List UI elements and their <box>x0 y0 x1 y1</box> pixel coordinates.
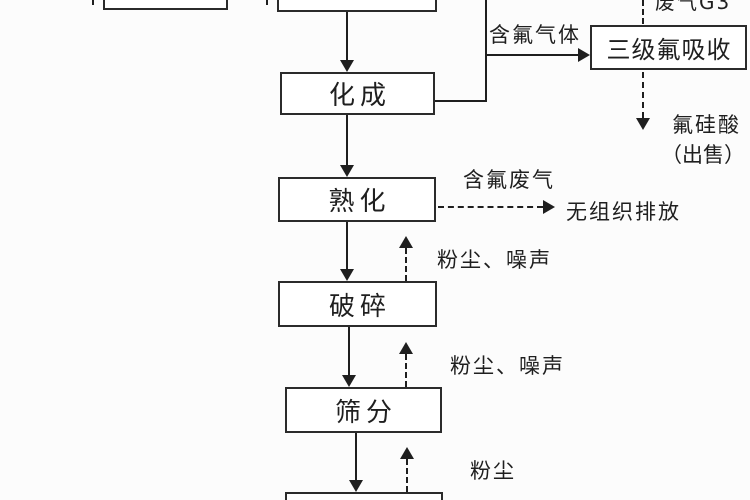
label-dust-noise-screening: 粉尘、噪声 <box>450 354 565 378</box>
label-fugitive-emission: 无组织排放 <box>566 200 681 224</box>
branch-line-formation-right <box>435 100 487 102</box>
flow-arrowhead-curing <box>340 165 354 177</box>
process-box-label: 熟化 <box>328 187 391 217</box>
label-for-sale: （出售） <box>661 143 745 167</box>
flow-arrowhead-bottom <box>349 480 363 492</box>
branch-arrowhead-absorption <box>578 48 590 62</box>
emission-arrowhead-fluosilicic <box>636 118 650 130</box>
label-fluoride-gas: 含氟气体 <box>489 23 581 47</box>
process-box-label: 化成 <box>328 81 391 111</box>
process-box-screening: 筛分 <box>285 387 442 433</box>
flow-line-formation-to-curing <box>346 115 348 166</box>
emission-dashed-line-fluosilicic <box>642 72 644 118</box>
process-box-bottom-cutoff <box>285 492 443 500</box>
label-dust-bottom: 粉尘 <box>470 459 516 483</box>
process-box-fluoride-absorption: 三级氟吸收 <box>590 25 747 70</box>
emission-dashed-line-dust-bottom <box>406 459 408 492</box>
process-box-top-left-cutoff <box>103 0 228 10</box>
emission-dashed-line-dust-noise-screening <box>405 354 407 387</box>
flow-arrowhead-crushing <box>340 269 354 281</box>
process-box-label: 筛分 <box>334 397 397 428</box>
label-fluoride-waste-gas: 含氟废气 <box>463 168 555 192</box>
flow-line-screening-to-bottom <box>355 433 357 481</box>
emission-arrowhead-dust-noise-crushing <box>399 236 413 248</box>
label-waste-gas-g3-cutoff: 废气G3 <box>655 0 732 14</box>
flow-line-curing-to-crushing <box>346 222 348 270</box>
flow-arrowhead-screening <box>342 375 356 387</box>
branch-line-to-absorption <box>486 54 580 56</box>
process-box-label: 破碎 <box>328 291 391 322</box>
flow-line-top-to-formation <box>346 12 348 61</box>
emission-arrowhead-fugitive <box>543 200 555 214</box>
emission-arrowhead-dust-bottom <box>400 447 414 459</box>
emission-dashed-line-waste-gas-g3 <box>642 0 644 24</box>
process-box-top-center-cutoff <box>277 0 437 12</box>
flow-arrowhead-formation <box>340 60 354 72</box>
emission-dashed-line-dust-noise-crushing <box>405 248 407 281</box>
label-fluosilicic-acid: 氟硅酸 <box>672 113 741 137</box>
emission-arrowhead-dust-noise-screening <box>399 342 413 354</box>
branch-line-vertical-riser <box>485 0 487 102</box>
emission-dashed-line-fugitive <box>438 206 543 208</box>
process-box-label: 三级氟吸收 <box>606 36 732 64</box>
flow-line-crushing-to-screening <box>348 327 350 376</box>
process-box-formation: 化成 <box>280 72 435 115</box>
process-box-crushing: 破碎 <box>278 281 437 327</box>
label-dust-noise-crushing: 粉尘、噪声 <box>437 248 552 272</box>
dashed-stub-top-center <box>266 0 268 5</box>
process-box-curing: 熟化 <box>278 177 436 222</box>
dashed-stub-top-left <box>92 0 94 5</box>
